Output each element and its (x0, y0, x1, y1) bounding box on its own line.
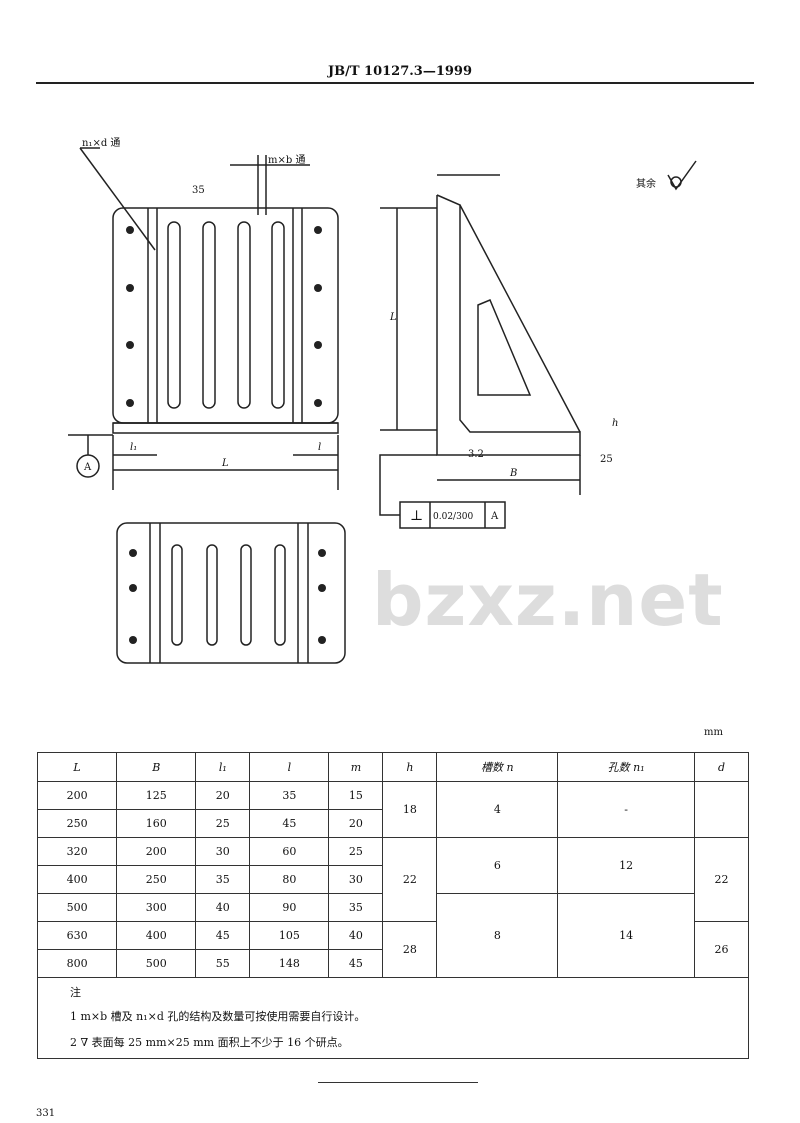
cell: 40 (328, 921, 384, 950)
cell: 30 (328, 865, 384, 894)
table-header: L B l₁ l m h 槽数 n 孔数 n₁ d (36, 752, 750, 782)
side-view (379, 160, 697, 529)
unit-label: mm (704, 727, 723, 738)
col-header: m (328, 752, 384, 782)
cell-h: 18 (382, 781, 438, 838)
tolerance-value: 0.02/300 (433, 512, 474, 522)
cell: 35 (195, 865, 251, 894)
col-header: d (693, 752, 750, 782)
cell: 200 (36, 781, 118, 810)
cell: 15 (328, 781, 384, 810)
cell: 90 (249, 893, 330, 922)
rest-label: 其余 (636, 177, 656, 190)
cell-h: 22 (382, 837, 438, 922)
cell: 148 (249, 949, 330, 978)
cell-holes: - (557, 781, 695, 838)
top-view (116, 522, 346, 664)
cell: 125 (116, 781, 197, 810)
notes-box: 注 1 m×b 槽及 n₁×d 孔的结构及数量可按使用需要自行设计。 2 ∇ 表… (37, 978, 749, 1059)
col-header: 孔数 n₁ (557, 752, 695, 782)
dim-L: L (221, 458, 229, 469)
cell: 35 (328, 893, 384, 922)
dim-h: h (612, 418, 618, 429)
cell: 40 (195, 893, 251, 922)
standard-header: JB/T 10127.3—1999 (327, 64, 473, 79)
cell: 25 (328, 837, 384, 866)
cell-slots: 6 (436, 837, 559, 894)
cell: 500 (36, 893, 118, 922)
footer-rule (318, 1082, 478, 1083)
col-header: L (36, 752, 118, 782)
dim-L-side: L (389, 312, 397, 323)
note-item: 1 m×b 槽及 n₁×d 孔的结构及数量可按使用需要自行设计。 (70, 1010, 366, 1023)
cell: 30 (195, 837, 251, 866)
cell-d (693, 781, 750, 838)
cell-slots: 8 (436, 893, 559, 978)
page-number: 331 (36, 1108, 56, 1119)
cell: 300 (116, 893, 197, 922)
cell: 20 (195, 781, 251, 810)
technical-drawing: n₁×d 通 m×b 通 35 25 L B l₁ l L h A 其余 3.2… (68, 137, 697, 664)
cell: 200 (116, 837, 197, 866)
roughness-label-25: 25 (600, 454, 613, 465)
cell: 45 (328, 949, 384, 978)
cell: 35 (249, 781, 330, 810)
cell: 400 (36, 865, 118, 894)
col-header: B (116, 752, 197, 782)
cell: 80 (249, 865, 330, 894)
col-header: l (249, 752, 330, 782)
cell: 160 (116, 809, 197, 838)
col-header: l₁ (195, 752, 251, 782)
front-view (68, 147, 339, 490)
cell: 800 (36, 949, 118, 978)
cell: 60 (249, 837, 330, 866)
notes-title: 注 (70, 986, 81, 999)
col-header: h (382, 752, 438, 782)
slots-label: m×b 通 (268, 154, 305, 166)
dim-B: B (509, 468, 517, 479)
cell: 320 (36, 837, 118, 866)
holes-label: n₁×d 通 (82, 137, 120, 149)
cell: 25 (195, 809, 251, 838)
roughness-label: 35 (192, 185, 205, 196)
cell-holes: 14 (557, 893, 695, 978)
cell-d: 22 (693, 837, 750, 922)
header-rule (36, 82, 754, 84)
perpendicularity-icon: ⊥ (410, 508, 423, 524)
cell: 105 (249, 921, 330, 950)
cell: 250 (116, 865, 197, 894)
cell-holes: 12 (557, 837, 695, 894)
cell: 500 (116, 949, 197, 978)
col-header: 槽数 n (436, 752, 559, 782)
cell: 45 (249, 809, 330, 838)
cell-slots: 4 (436, 781, 559, 838)
tolerance-datum: A (490, 511, 499, 522)
cell: 55 (195, 949, 251, 978)
dim-l: l (318, 442, 321, 453)
cell: 250 (36, 809, 118, 838)
cell-h: 28 (382, 921, 438, 978)
cell: 20 (328, 809, 384, 838)
cell: 630 (36, 921, 118, 950)
roughness-32: 3.2 (468, 449, 484, 460)
cell: 400 (116, 921, 197, 950)
note-item: 2 ∇ 表面每 25 mm×25 mm 面积上不少于 16 个研点。 (70, 1036, 349, 1049)
datum-label: A (83, 462, 92, 473)
watermark: bzxz.net (372, 558, 724, 642)
cell-d: 26 (693, 921, 750, 978)
cell: 45 (195, 921, 251, 950)
dim-l1: l₁ (130, 442, 137, 453)
